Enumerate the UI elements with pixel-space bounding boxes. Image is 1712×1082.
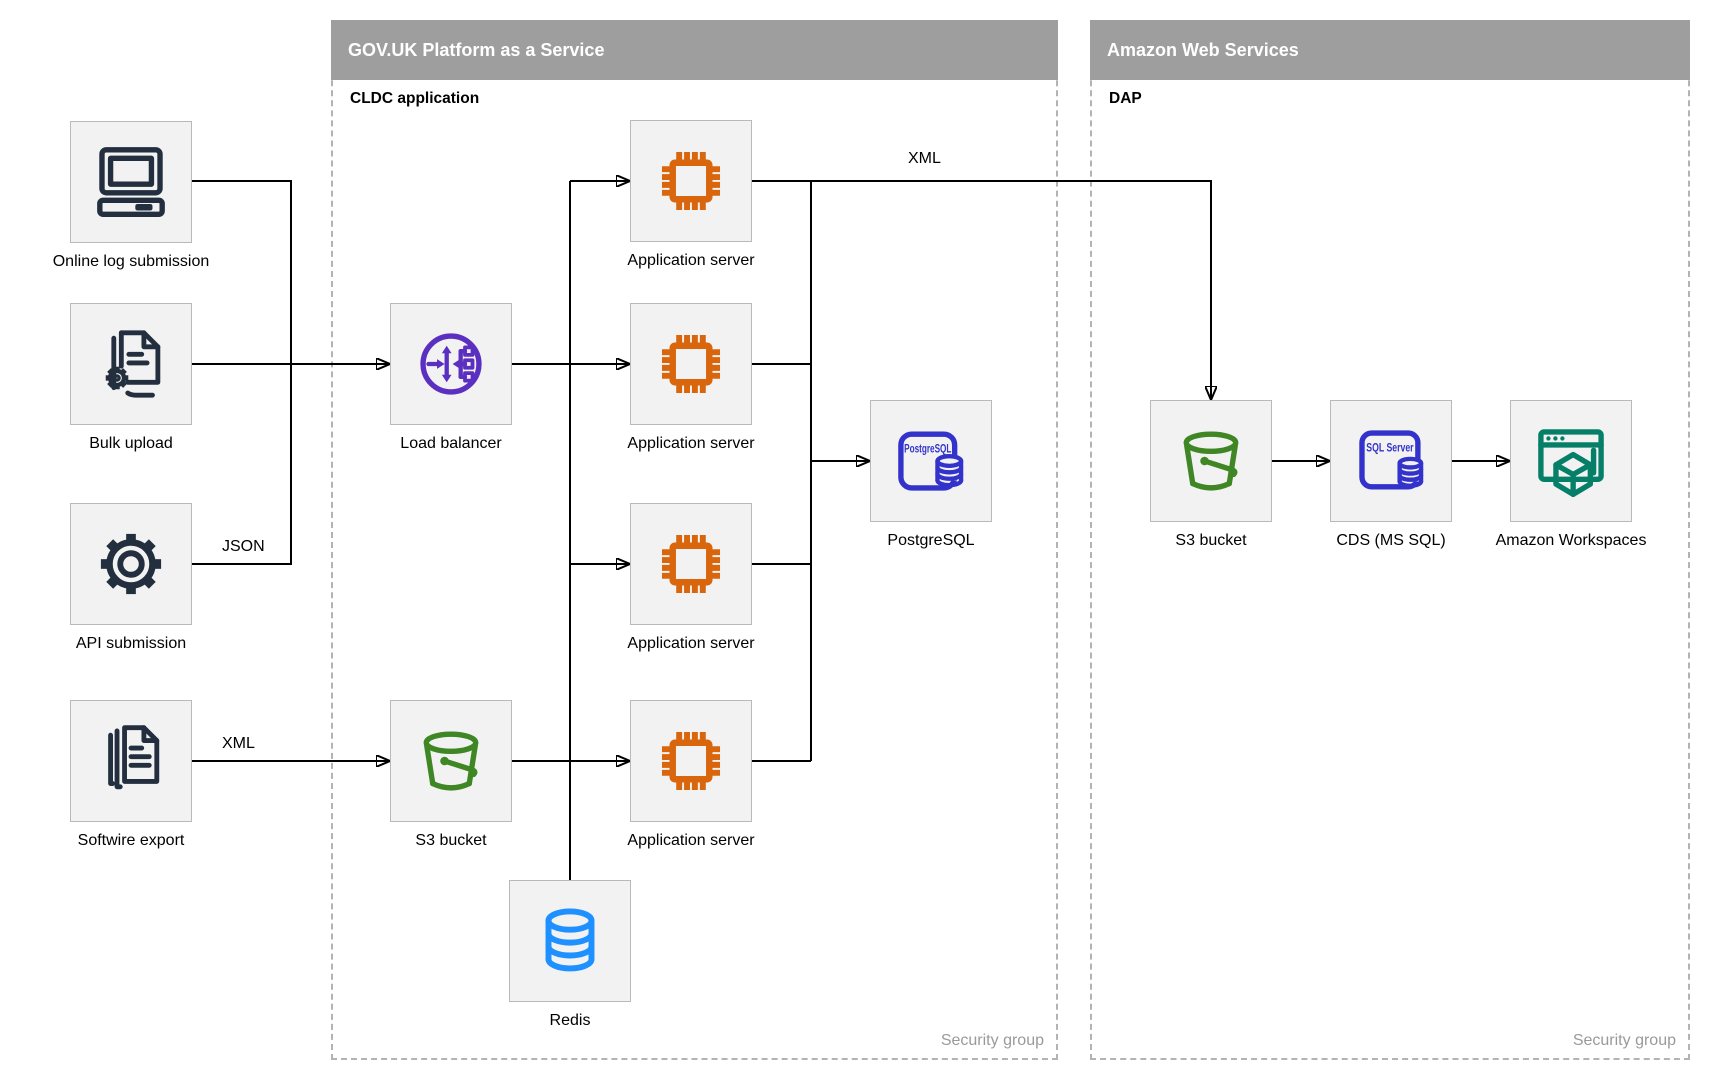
aws-header: Amazon Web Services [1090,20,1690,80]
chip-icon [661,534,721,594]
database-icon [545,908,595,972]
node-label: Application server [627,252,755,269]
node-redis: Redis [509,880,631,1029]
node-label: PostgreSQL [887,532,975,549]
document-gear-icon [105,330,161,398]
node-label: S3 bucket [1175,532,1247,549]
sql-server-icon-text: SQL Server [1366,440,1414,454]
sql-server-icon: SQL Server [1359,430,1424,490]
node-app-server-1: Application server [627,120,755,269]
chip-icon [661,731,721,791]
govuk-paas-container: GOV.UK Platform as a Service CLDC applic… [331,20,1058,1060]
node-label: Application server [627,832,755,849]
cldc-application-label: CLDC application [350,90,480,107]
node-label: API submission [75,635,187,652]
aws-container: Amazon Web Services DAP Security group [1090,20,1690,1060]
chip-icon [661,334,721,394]
node-label: Load balancer [400,435,502,452]
node-online-log-submission: Online log submission [53,121,209,270]
govuk-security-group-label: Security group [940,1032,1044,1049]
node-label: S3 bucket [415,832,487,849]
node-cds-ms-sql: SQL Server CDS (MS SQL) [1330,400,1452,549]
aws-title: Amazon Web Services [1107,39,1299,60]
xml-to-dap-edge-label: XML [908,150,941,167]
node-amazon-workspaces: Amazon Workspaces [1496,400,1646,549]
postgresql-icon: PostgreSQL [898,431,964,491]
dap-label: DAP [1109,90,1142,107]
node-label: Redis [549,1012,591,1029]
chip-icon [661,151,721,211]
node-load-balancer: Load balancer [390,303,512,452]
node-api-submission: API submission [70,503,192,652]
load-balancer-icon [420,333,482,395]
govuk-paas-title: GOV.UK Platform as a Service [348,39,605,60]
node-bulk-upload: Bulk upload [70,303,192,452]
node-s3-bucket-govuk: S3 bucket [390,700,512,849]
node-app-server-2: Application server [627,303,755,452]
node-label: Application server [627,635,755,652]
node-s3-bucket-aws: S3 bucket [1150,400,1272,549]
node-label: Bulk upload [89,435,173,452]
node-label: Amazon Workspaces [1495,532,1647,549]
govuk-paas-header: GOV.UK Platform as a Service [331,20,1058,80]
node-app-server-4: Application server [627,700,755,849]
computer-icon [97,147,165,217]
node-postgresql: PostgreSQL PostgreSQL [870,400,992,549]
gear-icon [100,533,162,595]
node-softwire-export: Softwire export [70,700,192,849]
xml-softwire-edge-label: XML [222,735,255,752]
node-app-server-3: Application server [627,503,755,652]
documents-icon [108,725,160,790]
node-label: Softwire export [77,832,185,849]
bucket-icon [423,731,479,791]
workspaces-icon [1538,429,1604,498]
aws-security-group-label: Security group [1572,1032,1676,1049]
json-edge-label: JSON [222,538,265,555]
postgresql-icon-text: PostgreSQL [904,441,951,455]
bucket-icon [1183,431,1239,491]
node-label: Application server [627,435,755,452]
node-label: CDS (MS SQL) [1336,532,1446,549]
node-label: Online log submission [52,253,210,270]
